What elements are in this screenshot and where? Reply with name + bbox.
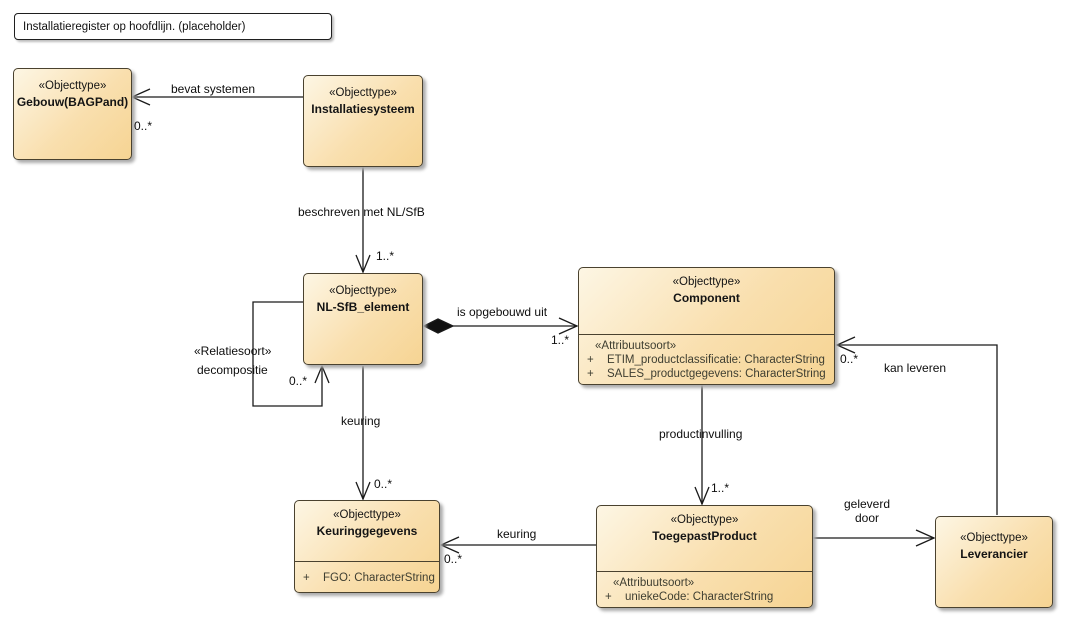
attribute-stereotype: «Attribuutsoort» xyxy=(595,340,677,352)
class-toegepastproduct[interactable]: «Objecttype» ToegepastProduct «Attribuut… xyxy=(596,505,813,608)
class-nlsfb-element[interactable]: «Objecttype» NL-SfB_element xyxy=(303,273,423,365)
edge-label-decompositie: decompositie xyxy=(197,363,268,377)
class-name: ToegepastProduct xyxy=(652,529,757,543)
class-keuringgegevens[interactable]: «Objecttype» Keuringgegevens + FGO: Char… xyxy=(294,500,440,593)
attribute-row: + SALES_productgegevens: CharacterString xyxy=(585,368,830,380)
attribute-visibility: + xyxy=(605,591,612,603)
association-beschreven-met[interactable] xyxy=(355,167,371,274)
attribute-row: + ETIM_productclassificatie: CharacterSt… xyxy=(585,354,830,366)
stereotype-label: «Objecttype» xyxy=(38,80,107,92)
diagram-title-note[interactable]: Installatieregister op hoofdlijn. (place… xyxy=(14,13,332,40)
class-gebouw-bagpand[interactable]: «Objecttype» Gebouw(BAGPand) xyxy=(13,68,132,160)
multiplicity-keuring-horizontal: 0..* xyxy=(444,552,463,566)
stereotype-label: «Objecttype» xyxy=(333,509,401,521)
class-name: Leverancier xyxy=(960,547,1028,561)
class-name: Component xyxy=(673,291,740,305)
edge-label-keuring-vertical: keuring xyxy=(341,414,381,428)
class-name: Gebouw(BAGPand) xyxy=(16,95,129,109)
class-name: Installatiesysteem xyxy=(311,102,415,116)
attribute-visibility: + xyxy=(587,368,594,380)
multiplicity-productinvulling: 1..* xyxy=(711,481,730,495)
attribute-visibility: + xyxy=(587,354,594,366)
association-productinvulling[interactable] xyxy=(694,385,710,506)
attribute-compartment: + FGO: CharacterString xyxy=(295,561,439,592)
class-header: «Objecttype» Gebouw(BAGPand) xyxy=(14,69,131,109)
attribute-visibility: + xyxy=(303,572,310,584)
association-keuring-product[interactable] xyxy=(439,536,596,554)
attribute-text: ETIM_productclassificatie: CharacterStri… xyxy=(607,354,825,366)
attribute-stereotype: «Attribuutsoort» xyxy=(613,577,695,589)
stereotype-label: «Objecttype» xyxy=(670,514,739,526)
edge-label-geleverd-door: geleverd door xyxy=(843,497,891,525)
association-bevat-systemen[interactable] xyxy=(130,88,303,106)
class-header: «Objecttype» ToegepastProduct xyxy=(597,506,812,543)
multiplicity-kan-leveren: 0..* xyxy=(840,352,859,366)
attribute-text: FGO: CharacterString xyxy=(323,572,435,584)
stereotype-label: «Objecttype» xyxy=(329,285,397,297)
association-decompositie[interactable] xyxy=(252,301,330,407)
class-header: «Objecttype» Leverancier xyxy=(936,517,1052,561)
class-header: «Objecttype» Component xyxy=(579,268,834,305)
multiplicity-component-aggregation: 1..* xyxy=(551,333,570,347)
diagram-title: Installatieregister op hoofdlijn. (place… xyxy=(23,20,246,33)
edge-label-is-opgebouwd-uit: is opgebouwd uit xyxy=(457,305,548,319)
edge-label-beschreven-met: beschreven met NL/SfB xyxy=(298,205,425,219)
class-component[interactable]: «Objecttype» Component «Attribuutsoort» … xyxy=(578,267,835,385)
attribute-text: uniekeCode: CharacterString xyxy=(625,591,774,603)
multiplicity-keuring-vertical: 0..* xyxy=(374,477,393,491)
class-leverancier[interactable]: «Objecttype» Leverancier xyxy=(935,516,1053,608)
attribute-compartment: «Attribuutsoort» + ETIM_productclassific… xyxy=(579,334,834,384)
attribute-compartment: «Attribuutsoort» + uniekeCode: Character… xyxy=(597,571,812,607)
multiplicity-decompositie: 0..* xyxy=(289,374,308,388)
class-header: «Objecttype» Installatiesysteem xyxy=(304,76,422,116)
association-geleverd-door[interactable] xyxy=(813,529,936,547)
edge-label-bevat-systemen: bevat systemen xyxy=(171,82,256,96)
multiplicity-gebouw: 0..* xyxy=(134,119,153,133)
edge-stereotype-relatiesoort: «Relatiesoort» xyxy=(194,344,272,358)
stereotype-label: «Objecttype» xyxy=(960,532,1028,544)
multiplicity-nlsfb: 1..* xyxy=(376,249,395,263)
stereotype-label: «Objecttype» xyxy=(672,276,741,288)
class-header: «Objecttype» NL-SfB_element xyxy=(304,274,422,314)
attribute-row: + uniekeCode: CharacterString xyxy=(603,591,808,603)
class-header: «Objecttype» Keuringgegevens xyxy=(295,501,439,538)
class-name: Keuringgegevens xyxy=(316,524,418,538)
aggregation-is-opgebouwd-uit[interactable] xyxy=(422,317,579,335)
association-keuring-nlsfb[interactable] xyxy=(355,366,371,501)
stereotype-label: «Objecttype» xyxy=(329,87,397,99)
class-installatiesysteem[interactable]: «Objecttype» Installatiesysteem xyxy=(303,75,423,167)
edge-label-keuring-horizontal: keuring xyxy=(497,527,537,541)
edge-label-productinvulling: productinvulling xyxy=(659,427,743,441)
edge-label-kan-leveren: kan leveren xyxy=(884,361,947,375)
attribute-text: SALES_productgegevens: CharacterString xyxy=(607,368,826,380)
class-name: NL-SfB_element xyxy=(316,300,410,314)
attribute-row: + FGO: CharacterString xyxy=(301,572,435,584)
association-kan-leveren[interactable] xyxy=(835,336,998,515)
